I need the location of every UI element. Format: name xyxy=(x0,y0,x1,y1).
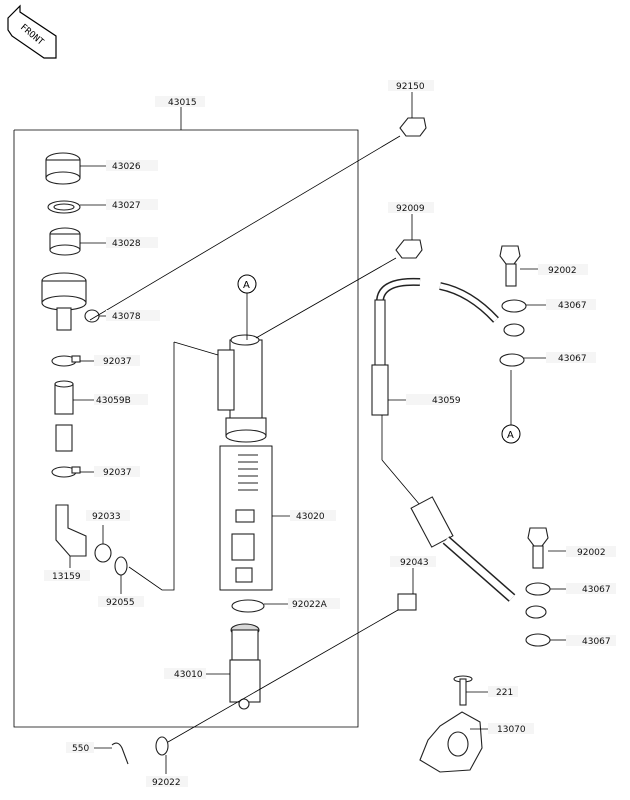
label-221: 221 xyxy=(496,688,513,698)
label-92022a: 92022A xyxy=(292,600,328,610)
o-ring-icon xyxy=(114,342,175,594)
callout-a-top: A xyxy=(237,274,257,340)
label-550: 550 xyxy=(72,744,89,754)
label-92037-lower: 92037 xyxy=(103,468,132,478)
label-43027: 43027 xyxy=(112,201,141,211)
callout-a-top-text: A xyxy=(243,280,250,291)
label-43028: 43028 xyxy=(112,239,141,249)
brake-hose-icon xyxy=(371,277,547,619)
diaphragm-icon xyxy=(49,227,106,256)
front-badge: FRONT xyxy=(7,4,57,59)
label-92150: 92150 xyxy=(396,82,425,92)
label-92022: 92022 xyxy=(152,778,181,788)
label-43078: 43078 xyxy=(112,312,141,322)
diaphragm-plate-icon xyxy=(47,200,106,214)
label-13070: 13070 xyxy=(497,725,526,735)
washer-lower-a-icon xyxy=(525,582,566,596)
master-cylinder-icon xyxy=(173,334,267,443)
label-92002-upper: 92002 xyxy=(548,266,577,276)
circlip-icon xyxy=(231,599,288,613)
banjo-bolt-upper-icon xyxy=(499,245,538,287)
push-rod-icon xyxy=(206,623,261,710)
washer-lower-b-icon xyxy=(525,633,566,647)
label-43020: 43020 xyxy=(296,512,325,522)
label-43067-lower-a: 43067 xyxy=(582,585,611,595)
clamp-lower-icon xyxy=(51,466,94,478)
fitting-icon xyxy=(55,504,87,568)
label-43010: 43010 xyxy=(174,670,203,680)
label-13159: 13159 xyxy=(52,572,81,582)
label-43059: 43059 xyxy=(432,396,461,406)
screw-221-icon xyxy=(453,675,488,706)
cotter-pin-icon xyxy=(94,742,129,765)
label-43067-lower-b: 43067 xyxy=(582,637,611,647)
piston-kit-icon xyxy=(219,445,290,591)
label-92043: 92043 xyxy=(400,558,429,568)
washer-upper-b-icon xyxy=(499,353,546,367)
washer-upper-a-icon xyxy=(501,299,546,313)
pin-icon xyxy=(167,568,417,743)
label-43026: 43026 xyxy=(112,162,141,172)
washer-pushrod-icon xyxy=(155,736,169,774)
spring-band-icon xyxy=(94,525,112,563)
label-92009: 92009 xyxy=(396,204,425,214)
callout-a-right-text: A xyxy=(507,430,514,441)
assembly-outline xyxy=(13,107,359,728)
part-labels: 43015 43026 43027 43028 43078 92037 4305… xyxy=(44,80,616,788)
label-92055: 92055 xyxy=(106,598,135,608)
label-92002-lower: 92002 xyxy=(577,548,606,558)
bolt-reservoir-icon xyxy=(89,92,427,321)
reservoir-icon xyxy=(41,272,106,331)
banjo-bolt-lower-icon xyxy=(527,527,566,569)
label-43067-upper-a: 43067 xyxy=(558,301,587,311)
label-92037-upper: 92037 xyxy=(103,357,132,367)
bolt-master-icon xyxy=(255,214,423,339)
bracket-icon xyxy=(419,711,488,773)
hose-reservoir-icon xyxy=(54,380,94,452)
label-43067-upper-b: 43067 xyxy=(558,354,587,364)
reservoir-cap-icon xyxy=(45,152,106,185)
label-43059b: 43059B xyxy=(96,396,131,406)
callout-a-right: A xyxy=(501,370,521,444)
label-92033: 92033 xyxy=(92,512,121,522)
clamp-upper-icon xyxy=(51,355,94,367)
label-43015: 43015 xyxy=(168,98,197,108)
